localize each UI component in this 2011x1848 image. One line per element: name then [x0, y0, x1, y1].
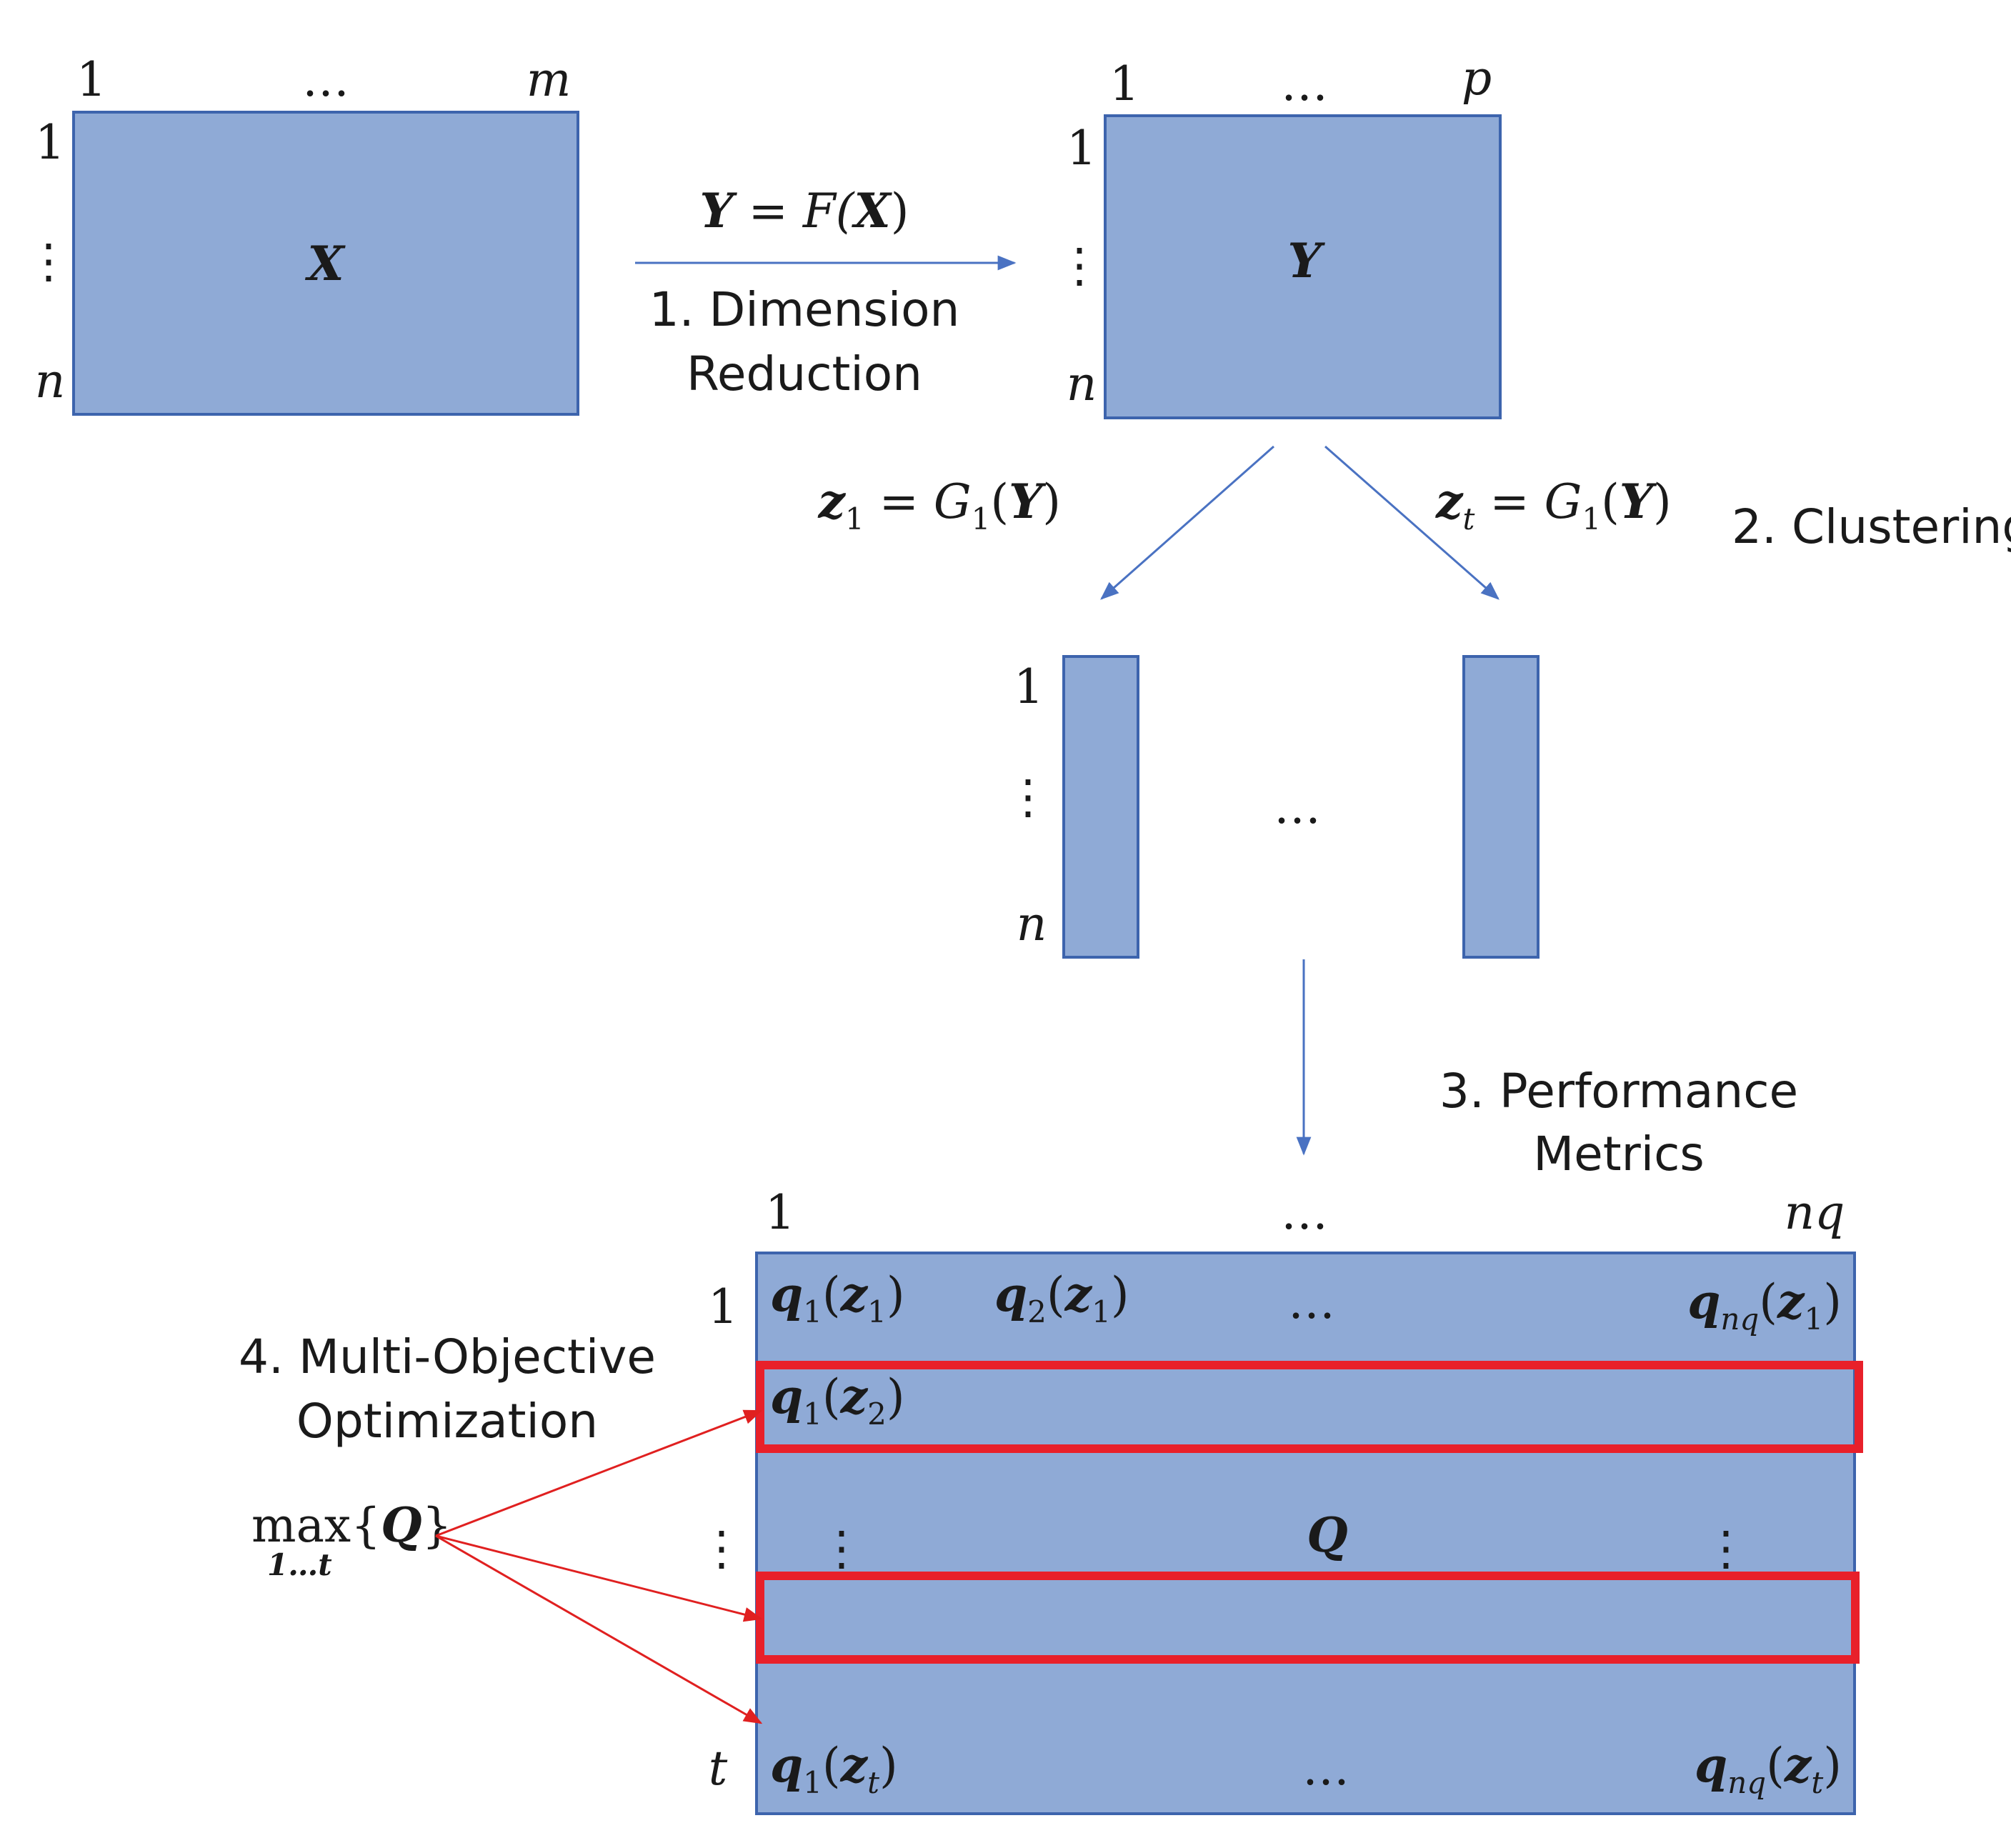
arrow-y-to-zt	[1324, 445, 1499, 600]
cell-qnq-z1: qnq(z1)	[1687, 1274, 1842, 1337]
cell-q1-zt: q1(zt)	[770, 1737, 898, 1800]
matrix-y	[1104, 114, 1502, 419]
arrow-max-to-row-mid	[435, 1534, 763, 1622]
matrix-x	[72, 111, 579, 416]
matrix-y-row-dots: ⋮	[1056, 238, 1103, 293]
matrix-x-row-dots: ⋮	[25, 234, 72, 289]
arrow-max-to-row-2	[435, 1409, 763, 1537]
cell-row1-dots: …	[1288, 1274, 1335, 1329]
step-3-group: 3. Performance Metrics	[1296, 959, 1798, 1182]
cluster-vector-z1	[1062, 655, 1139, 959]
equation-zt: zt = G1(Y)	[1435, 474, 1672, 536]
cell-q1-z2: q1(z2)	[770, 1369, 905, 1432]
matrix-q-col-dots: …	[1281, 1185, 1328, 1240]
matrix-y-symbol: Y	[1287, 233, 1325, 289]
cell-qnq-zt: qnq(zt)	[1695, 1737, 1842, 1800]
matrix-q	[755, 1252, 1856, 1815]
matrix-y-row-n: n	[1067, 356, 1097, 411]
step-2-label: 2. Clustering	[1732, 499, 2011, 554]
equation-z1: z1 = G1(Y)	[817, 474, 1061, 536]
max-q-subscript: 1…t	[267, 1547, 332, 1582]
matrix-y-row-1: 1	[1067, 121, 1097, 176]
cell-q1-z1: q1(z1)	[770, 1267, 905, 1329]
cell-colnq-dots: ⋮	[1702, 1521, 1750, 1576]
cluster-vector-zt	[1462, 655, 1540, 959]
step-3-label-line2: Metrics	[1533, 1127, 1705, 1182]
cluster-vector-row-dots: ⋮	[1004, 769, 1052, 824]
matrix-x-symbol: X	[304, 236, 346, 291]
matrix-y-group: Y 1 … p 1 ⋮ n	[1056, 51, 1502, 419]
matrix-q-group: 1 … nq 1 ⋮ t q1(z1) q2(z1) … qnq(z1) q1(…	[698, 1185, 1863, 1815]
matrix-y-col-dots: …	[1281, 56, 1328, 111]
step-1-label-line1: 1. Dimension	[649, 282, 960, 337]
max-q-expression: max{Q}	[251, 1497, 452, 1553]
step-3-label-line1: 3. Performance	[1439, 1064, 1798, 1119]
cluster-vectors-dots: …	[1274, 779, 1321, 834]
step-1-group: Y = F(X) 1. Dimension Reduction	[635, 183, 1017, 401]
matrix-y-col-p: p	[1462, 51, 1492, 106]
cluster-vector-row-1: 1	[1014, 659, 1044, 714]
step-4-label-line2: Optimization	[296, 1394, 598, 1449]
matrix-x-col-m: m	[527, 52, 572, 107]
matrix-x-col-1: 1	[76, 52, 106, 107]
highlight-row-2	[756, 1361, 1863, 1453]
matrix-q-row-1: 1	[708, 1279, 738, 1334]
cell-col1-dots: ⋮	[818, 1521, 865, 1576]
cell-rowt-dots: …	[1302, 1741, 1349, 1796]
step-2-group: z1 = G1(Y) zt = G1(Y) 2. Clustering 1 ⋮ …	[817, 445, 2011, 959]
matrix-q-row-t: t	[709, 1741, 728, 1796]
cell-q2-z1: q2(z1)	[994, 1267, 1129, 1329]
matrix-q-col-1: 1	[765, 1185, 795, 1240]
step-4-label-line1: 4. Multi-Objective	[239, 1329, 656, 1384]
matrix-y-col-1: 1	[1109, 56, 1139, 111]
step-4-group: 4. Multi-Objective Optimization max{Q} 1…	[239, 1329, 763, 1724]
matrix-x-col-dots: …	[302, 52, 349, 107]
equation-y-f-x: Y = F(X)	[700, 183, 909, 239]
matrix-q-symbol: Q	[1307, 1507, 1348, 1563]
matrix-q-row-dots: ⋮	[698, 1521, 745, 1576]
cluster-vector-row-n: n	[1017, 896, 1047, 952]
matrix-x-group: X 1 … m 1 ⋮ n	[25, 52, 579, 416]
step-1-label-line2: Reduction	[687, 346, 922, 401]
matrix-x-row-n: n	[35, 354, 66, 409]
arrow-max-to-row-t	[435, 1534, 763, 1724]
matrix-x-row-1: 1	[35, 115, 65, 170]
matrix-q-col-nq: nq	[1785, 1185, 1845, 1240]
arrow-y-to-z1	[1100, 445, 1274, 600]
